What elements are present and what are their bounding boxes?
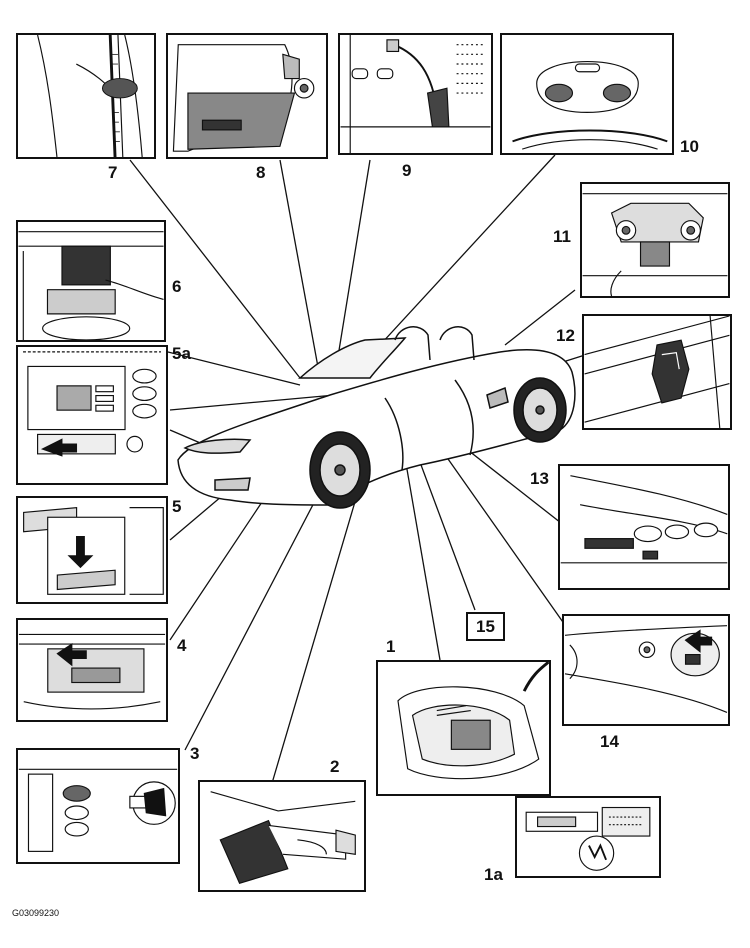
panel-14 <box>562 614 730 726</box>
airbag-control-unit-illustration <box>397 662 549 780</box>
callout-9: 9 <box>402 161 412 180</box>
panel-1a <box>515 796 661 878</box>
callout-6: 6 <box>172 277 182 296</box>
panel-12 <box>582 314 732 430</box>
center-console-illustration <box>23 351 161 457</box>
control-unit-illustration <box>18 231 164 340</box>
callout-15: 15 <box>466 612 505 641</box>
callout-2: 2 <box>330 757 340 776</box>
callout-5: 5 <box>172 497 182 516</box>
connector-illustration <box>525 806 651 871</box>
panel-11 <box>580 182 730 298</box>
panel-9 <box>338 33 493 155</box>
steering-lock-illustration <box>210 791 356 884</box>
panel-4 <box>16 618 168 722</box>
panel-8 <box>166 33 328 159</box>
panel-5a <box>16 345 168 485</box>
callout-10: 10 <box>680 137 699 156</box>
callout-14: 14 <box>600 732 619 751</box>
seat-switch-illustration <box>560 475 728 564</box>
callout-1a: 1a <box>484 865 503 884</box>
panel-6 <box>16 220 166 342</box>
interior-light-illustration <box>172 44 315 152</box>
callout-12: 12 <box>556 326 575 345</box>
door-lock-actuator-illustration <box>584 316 730 428</box>
panel-7 <box>16 33 156 159</box>
roof-latch-illustration <box>582 193 728 296</box>
panel-2 <box>198 780 366 892</box>
fuel-door-switch-illustration <box>564 625 728 713</box>
panel-13 <box>558 464 730 590</box>
figure-code: G03099230 <box>12 908 60 918</box>
callout-13: 13 <box>530 469 549 488</box>
door-trim-sensor-illustration <box>37 35 143 157</box>
callout-3: 3 <box>190 744 200 763</box>
panel-1 <box>376 660 551 796</box>
callout-11: 11 <box>553 227 571 246</box>
callout-7: 7 <box>108 163 118 182</box>
callout-4: 4 <box>177 636 187 655</box>
callout-8: 8 <box>256 163 266 182</box>
trunk-latch-illustration <box>18 633 166 710</box>
overhead-light-illustration <box>512 61 668 150</box>
panel-5 <box>16 496 168 604</box>
ignition-switch-illustration <box>18 768 178 852</box>
glovebox-illustration <box>23 506 164 595</box>
panel-10 <box>500 33 674 155</box>
panel-3 <box>16 748 180 864</box>
callout-1: 1 <box>386 637 396 656</box>
callout-5a: 5a <box>172 344 191 363</box>
door-module-illustration <box>340 35 491 153</box>
